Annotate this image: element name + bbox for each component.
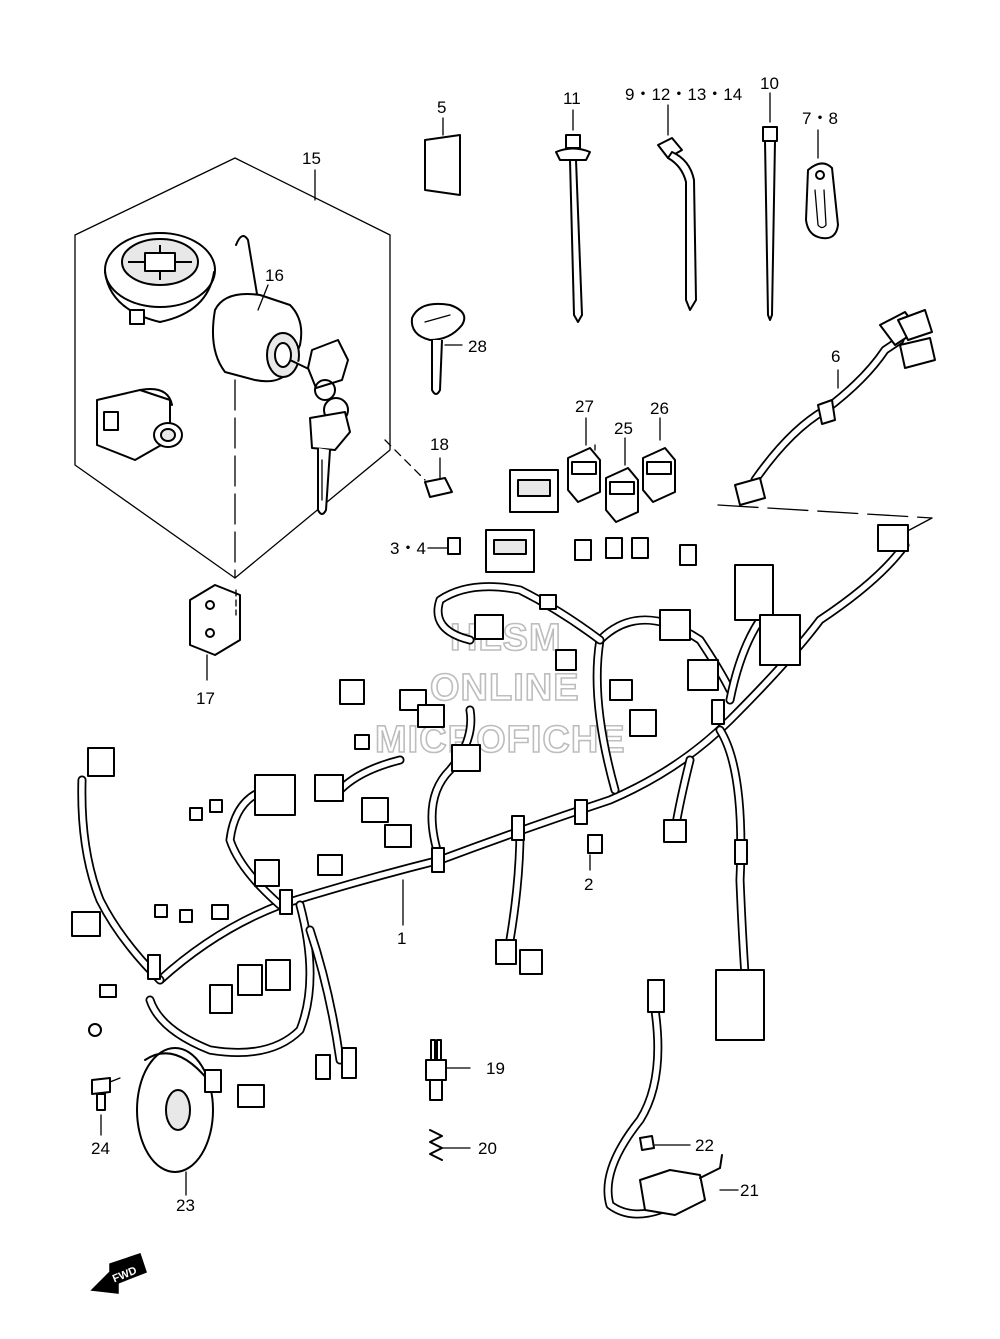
bolt-24 (91, 1077, 121, 1136)
label-28: 28 (468, 337, 487, 356)
cable-tie-10 (762, 92, 778, 321)
label-22: 22 (695, 1136, 714, 1155)
label-plate-5 (424, 117, 461, 196)
ignition-kit-outline (74, 157, 391, 579)
cable-tie-11 (555, 109, 591, 323)
fwd-arrow: FWD (90, 1253, 147, 1294)
ignition-switch (212, 235, 351, 515)
label-24: 24 (91, 1139, 110, 1158)
leader-lines (185, 284, 596, 1196)
label-26: 26 (650, 399, 669, 418)
label-19: 19 (486, 1059, 505, 1078)
label-16: 16 (265, 266, 284, 285)
watermark: HLSM ONLINE MICROFICHE (374, 616, 626, 762)
sensor-21 (603, 979, 739, 1219)
switch-19 (425, 1039, 471, 1101)
cable-tie-9-14 (657, 104, 697, 311)
label-3-4: 3・4 (390, 539, 426, 558)
label-21: 21 (740, 1181, 759, 1200)
part-labels: 1 2 3・4 5 6 7・8 9・12・13・14 10 11 15 16 1… (91, 74, 840, 1215)
label-25: 25 (614, 419, 633, 438)
spring-20 (429, 1129, 471, 1161)
bracket-17 (189, 584, 241, 656)
label-2: 2 (584, 875, 593, 894)
label-5: 5 (437, 98, 446, 117)
fuel-cap-lock (104, 232, 216, 325)
fwd-arrow-icon (90, 1253, 147, 1294)
label-23: 23 (176, 1196, 195, 1215)
main-harness (77, 540, 910, 1065)
label-11: 11 (563, 89, 581, 108)
harness-connectors (71, 469, 909, 1108)
label-10: 10 (760, 74, 779, 93)
label-27: 27 (575, 397, 594, 416)
label-6: 6 (831, 347, 840, 366)
relays (567, 417, 676, 523)
clamp-7-8 (805, 129, 839, 240)
watermark-line-3: MICROFICHE (375, 719, 626, 761)
key-28 (410, 302, 466, 395)
horn-23 (136, 1047, 222, 1173)
sub-harness-6 (734, 309, 936, 506)
label-17: 17 (196, 689, 215, 708)
label-20: 20 (478, 1139, 497, 1158)
seat-lock (96, 388, 183, 461)
fuse-3-4 (447, 537, 461, 555)
label-15: 15 (302, 149, 321, 168)
label-9-14: 9・12・13・14 (625, 85, 742, 104)
label-1: 1 (397, 929, 406, 948)
bolt-18 (384, 439, 453, 498)
label-18: 18 (430, 435, 449, 454)
watermark-line-2: ONLINE (430, 667, 580, 709)
label-7-8: 7・8 (802, 109, 838, 128)
